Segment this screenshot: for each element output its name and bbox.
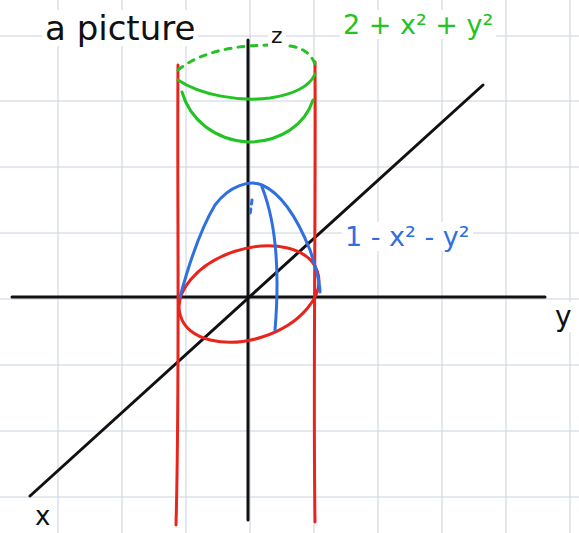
paraboloid-up [178,45,315,142]
surface-label: 2 + x² + y² [340,10,496,39]
axis-label: x [32,502,53,530]
axes [12,40,545,520]
paraboloid-down [180,183,320,330]
title-note: a picture [42,10,198,46]
axis-label: z [268,24,286,48]
cylinder [167,62,332,525]
surface-label: 1 - x² - y² [342,222,473,251]
axis-label: y [552,302,575,332]
